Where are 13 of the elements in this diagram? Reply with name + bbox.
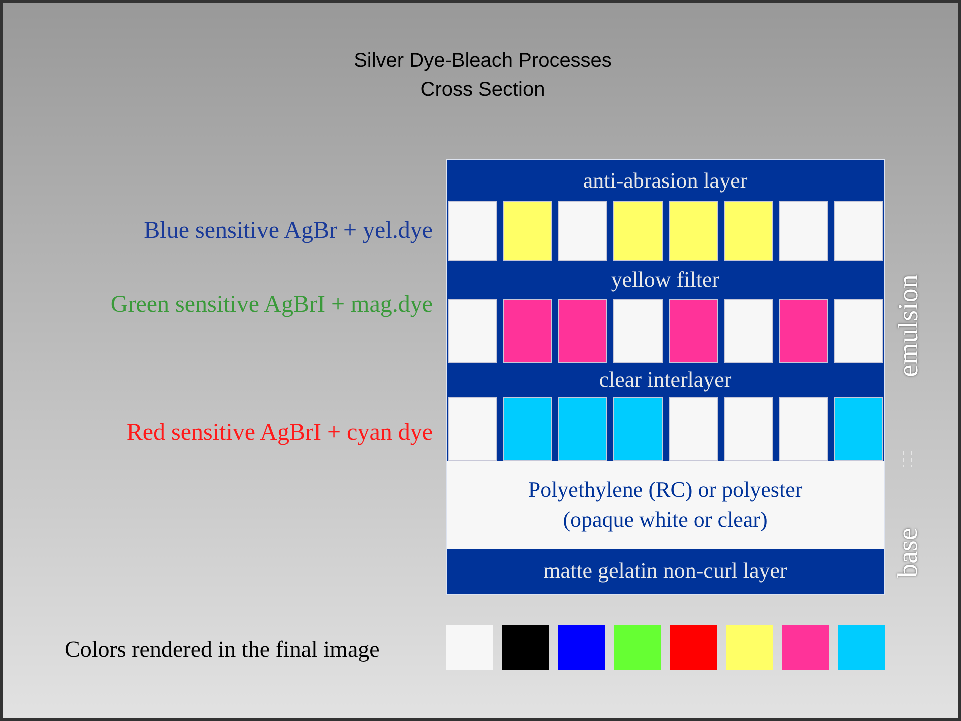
layer-label: Polyethylene (RC) or polyester (opaque white or clear) [527,476,804,534]
layer-label: anti-abrasion layer [582,166,749,195]
swatch-row-caption: Colors rendered in the final image [65,636,380,664]
layer-label: yellow filter [610,266,721,294]
layer-caption: Green sensitive AgBrI + mag.dye [110,291,433,320]
layer-caption: Blue sensitive AgBr + yel.dye [144,217,433,246]
layer-band [447,461,884,549]
side-label: base [892,528,925,578]
layer-label: matte gelatin non-curl layer [542,557,788,585]
title: Silver Dye-Bleach Processes Cross Section [353,49,613,103]
side-label: emulsion [892,274,925,378]
layer-label: clear interlayer [598,366,733,394]
layer-caption: Red sensitive AgBrI + cyan dye [126,419,433,448]
